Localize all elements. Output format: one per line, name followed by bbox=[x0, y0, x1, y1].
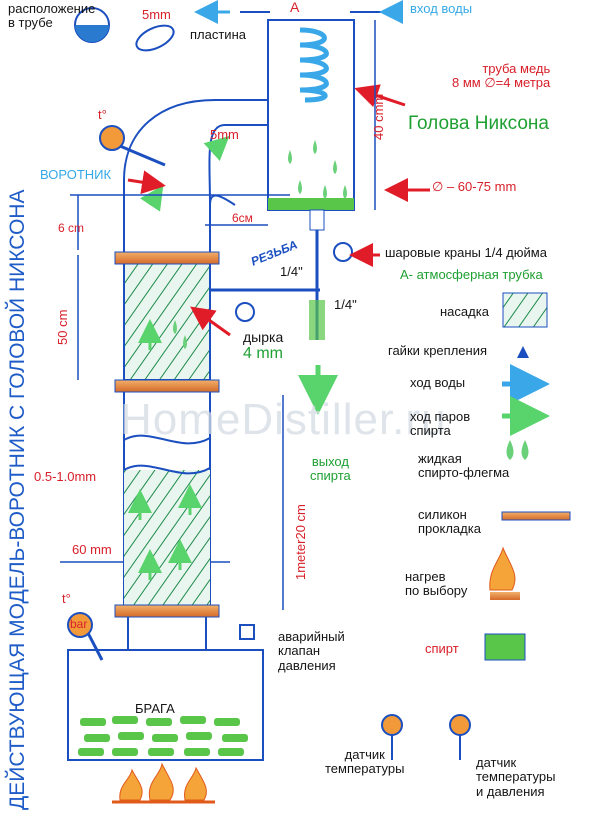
head-title: Голова Никсона bbox=[408, 113, 549, 134]
nixon-head bbox=[240, 11, 385, 231]
braga-label: БРАГА bbox=[135, 701, 175, 716]
valves-label: шаровые краны 1/4 дюйма bbox=[385, 245, 547, 260]
legend-nuts: гайки крепления bbox=[388, 343, 487, 358]
wall-thickness: 0.5-1.0mm bbox=[34, 469, 97, 484]
flanges bbox=[114, 251, 220, 618]
atm-tube-label: A- атмосферная трубка bbox=[400, 267, 543, 282]
dim-5mm: 5mm bbox=[142, 7, 171, 22]
legend-vapor-flow: ход паров спирта bbox=[410, 409, 471, 439]
column bbox=[123, 261, 211, 651]
watermark: HomeDistiller.ru bbox=[120, 395, 447, 444]
water-in-label: вход воды bbox=[410, 1, 473, 16]
legend-spirit: спирт bbox=[425, 641, 459, 656]
collar-label: ВОРОТНИК bbox=[40, 167, 112, 182]
copper-pipe-label: труба медь 8 мм ∅=4 метра bbox=[452, 61, 551, 91]
legend-water-flow: ход воды bbox=[410, 375, 466, 390]
temp-symbol-2: t° bbox=[62, 591, 71, 606]
dim-60mm: 60 mm bbox=[72, 542, 112, 557]
emergency-valve-label: аварийный клапан давления bbox=[278, 629, 345, 673]
legend-packing: насадка bbox=[440, 304, 489, 319]
hole-size: 4 mm bbox=[243, 345, 283, 362]
legend-graphics bbox=[67, 7, 571, 760]
dim-6cm-v: 6 cm bbox=[58, 221, 85, 235]
quarter-2: 1/4" bbox=[334, 297, 357, 312]
droplets bbox=[173, 140, 347, 349]
head-height: 40 cmm bbox=[371, 93, 386, 140]
diameter-label: ∅ – 60-75 mm bbox=[432, 179, 517, 194]
legend-temp-sensor: датчик температуры bbox=[325, 747, 405, 777]
dim-1m: 1meter20 cm bbox=[293, 504, 308, 580]
pointer-arrows bbox=[127, 84, 430, 337]
temp-symbol-1: t° bbox=[98, 107, 107, 122]
position-label: расположение в трубе bbox=[8, 1, 96, 31]
legend-silicone: силикон прокладка bbox=[418, 507, 481, 537]
hole-label: дырка bbox=[243, 329, 284, 345]
plate-label: пластина bbox=[190, 27, 246, 42]
bar-label: bar bbox=[70, 617, 88, 631]
boiler bbox=[67, 649, 264, 761]
legend-temp-pressure-sensor: датчик температуры и давления bbox=[476, 755, 556, 799]
spirit-out-label: выход спирта bbox=[310, 454, 351, 484]
dimension-lines bbox=[60, 20, 376, 610]
collar-elbow bbox=[123, 99, 269, 262]
legend-liquid: жидкая спирто-флегма bbox=[418, 451, 510, 481]
side-title: ДЕЙСТВУЮЩАЯ МОДЕЛЬ-ВОРОТНИК С ГОЛОВОЙ НИ… bbox=[6, 189, 29, 810]
flame-icon bbox=[112, 762, 215, 804]
dim-5mm-2: 5mm bbox=[210, 127, 239, 142]
legend-heat: нагрев по выбору bbox=[405, 569, 468, 599]
letter-a: A bbox=[290, 0, 300, 15]
dim-50cm: 50 cm bbox=[55, 309, 70, 345]
dim-6cm-h: 6см bbox=[232, 211, 253, 225]
quarter-1: 1/4" bbox=[280, 264, 303, 279]
